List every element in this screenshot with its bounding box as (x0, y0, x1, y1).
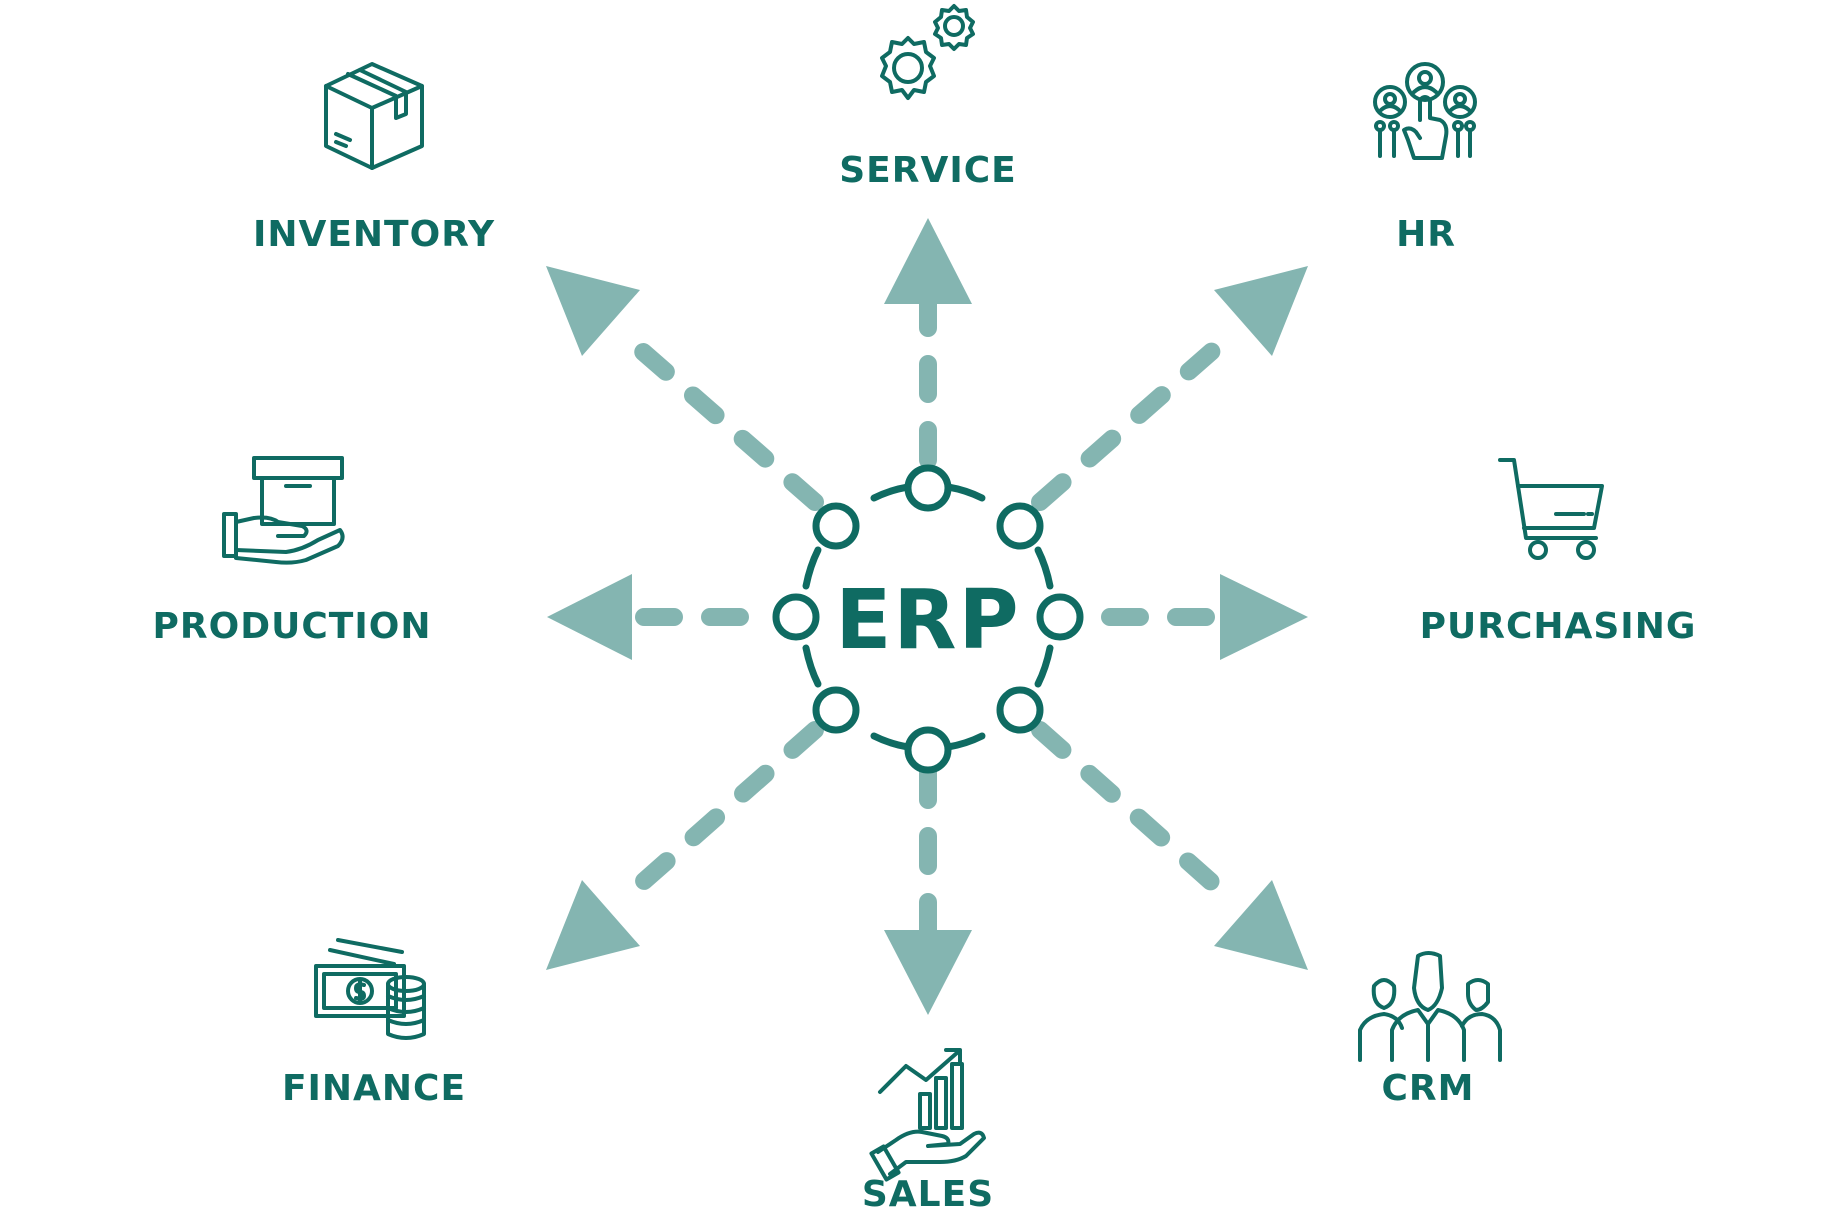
module-purchasing: PURCHASING (1420, 458, 1697, 647)
hub-ring (772, 464, 1084, 774)
purchasing-label: PURCHASING (1420, 606, 1697, 647)
arrows (546, 218, 1308, 1015)
package-box-icon (324, 62, 424, 170)
module-production: PRODUCTION (153, 456, 432, 647)
hub-node (904, 464, 952, 512)
hub-node (996, 686, 1044, 734)
people-network-icon (1373, 62, 1477, 160)
erp-hub: ERP (772, 464, 1084, 774)
arrow-inventory (546, 266, 824, 511)
hub-node (996, 502, 1044, 550)
module-crm: CRM (1358, 951, 1502, 1109)
hub-node (772, 593, 820, 641)
hub-node (812, 686, 860, 734)
production-label: PRODUCTION (153, 606, 432, 647)
hub-node (812, 502, 860, 550)
customer-group-icon (1358, 951, 1502, 1062)
finance-label: FINANCE (282, 1068, 466, 1109)
module-hr: HR (1373, 62, 1477, 255)
hr-label: HR (1396, 214, 1456, 255)
arrow-sales (884, 761, 972, 1015)
sales-label: SALES (862, 1174, 994, 1215)
arrow-hr (1031, 266, 1308, 511)
arrow-service (884, 218, 972, 469)
module-finance: FINANCE (282, 938, 466, 1109)
module-service: SERVICE (839, 4, 1017, 191)
hand-box-icon (222, 456, 345, 565)
inventory-label: INVENTORY (253, 214, 495, 255)
arrow-production (547, 574, 749, 660)
arrow-purchasing (1101, 574, 1308, 660)
shopping-cart-icon (1498, 458, 1604, 560)
money-coins-icon (314, 938, 426, 1040)
sales-growth-icon (869, 1048, 986, 1182)
gears-icon (880, 4, 975, 100)
module-inventory: INVENTORY (253, 62, 495, 255)
arrow-finance (546, 721, 824, 970)
hub-node (904, 726, 952, 774)
hub-node (1036, 593, 1084, 641)
service-label: SERVICE (839, 150, 1017, 191)
module-sales: SALES (862, 1048, 994, 1215)
arrow-crm (1031, 721, 1308, 970)
erp-label: ERP (835, 573, 1020, 668)
crm-label: CRM (1382, 1068, 1475, 1109)
